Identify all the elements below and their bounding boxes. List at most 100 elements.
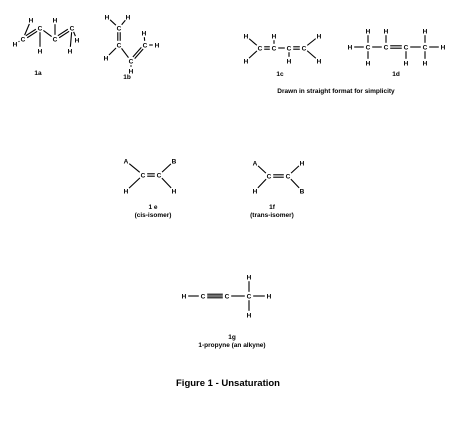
m1c-atom-c2: C (272, 45, 277, 52)
m1d-atom-h1: H (348, 44, 353, 51)
m1g-atom-h4: H (247, 312, 252, 319)
m1g-atom-h3: H (247, 274, 252, 281)
m1f-atom-c1: C (267, 173, 272, 180)
m1c-atom-c3: C (287, 45, 292, 52)
m1d-atom-h4: H (366, 60, 371, 67)
m1b-bond-2-3-line1 (132, 47, 142, 58)
label-1a: 1a (34, 70, 42, 77)
m1c-bond-0-5 (248, 50, 258, 59)
m1b-bond-1-2 (121, 48, 129, 58)
sublabel-1f: (trans-isomer) (250, 212, 294, 219)
m1e-atom-c1: C (141, 172, 146, 179)
m1d-atom-h5: H (384, 28, 389, 35)
m1f-atom-h1: H (253, 188, 258, 195)
m1d-atom-h7: H (423, 28, 428, 35)
m1b-bond-1-6 (108, 47, 117, 56)
m1c-atom-h6: H (317, 58, 322, 65)
m1a-atom-h2: H (13, 41, 18, 48)
m1e-bond-1-5 (161, 177, 172, 189)
m1e-atom-c2: C (157, 172, 162, 179)
m1d-atom-h6: H (404, 60, 409, 67)
m1c-bond-0-4 (248, 38, 258, 46)
m1f-bond-1-5 (290, 178, 300, 189)
m1f-bond-0-2 (257, 165, 267, 174)
m1d-atom-h8: H (423, 60, 428, 67)
m1f-atom-a: A (253, 160, 258, 167)
m1b-atom-c1: C (117, 25, 122, 32)
label-1c: 1c (276, 71, 284, 78)
m1e-atom-b: B (172, 158, 177, 165)
m1a-bond-2-3-line1 (57, 28, 69, 37)
m1c-atom-c4: C (302, 45, 307, 52)
m1a-bond-2-3-line2 (58, 30, 70, 39)
m1e-bond-0-3 (128, 177, 141, 189)
m1g-atom-c2: C (225, 293, 230, 300)
m1f-atom-c2: C (286, 173, 291, 180)
m1a-atom-h1: H (29, 17, 34, 24)
m1b-atom-h6: H (155, 42, 160, 49)
m1c-atom-h5: H (317, 33, 322, 40)
m1b-atom-h1: H (105, 14, 110, 21)
m1e-bond-0-2 (128, 163, 141, 173)
m1a-bond-0-1-line1 (25, 28, 37, 37)
label-1f: 1f (269, 204, 276, 211)
m1b-atom-h4: H (129, 68, 134, 75)
m1a-bond-0-1-line2 (26, 30, 38, 39)
m1a-atom-h5: H (68, 48, 73, 55)
m1b-atom-c3: C (129, 58, 134, 65)
m1e-atom-a: A (124, 158, 129, 165)
m1d-atom-c3: C (404, 44, 409, 51)
m1c-atom-h3: H (272, 33, 277, 40)
m1f-atom-h2: H (300, 160, 305, 167)
m1a-bond-3-9 (73, 31, 76, 37)
m1a-atom-c4: C (70, 25, 75, 32)
m1c-atom-h4: H (287, 58, 292, 65)
m1g-atom-c3: C (247, 293, 252, 300)
m1a-bond-0-4 (24, 23, 30, 36)
m1e-atom-h2: H (172, 188, 177, 195)
m1c-atom-c1: C (258, 45, 263, 52)
m1e-atom-h1: H (124, 188, 129, 195)
m1b-bond-0-5 (121, 19, 126, 26)
m1d-atom-h2: H (441, 44, 446, 51)
m1b-atom-h5: H (142, 30, 147, 37)
m1d-atom-h3: H (366, 28, 371, 35)
label-1g: 1g (228, 334, 236, 341)
m1g-atom-h2: H (267, 293, 272, 300)
label-1e: 1 e (148, 204, 157, 211)
m1f-atom-b: B (300, 188, 305, 195)
m1d-atom-c1: C (366, 44, 371, 51)
m1d-atom-c4: C (423, 44, 428, 51)
m1a-atom-h4: H (53, 17, 58, 24)
m1b-atom-c4: C (143, 42, 148, 49)
m1a-atom-c1: C (21, 36, 26, 43)
m1f-bond-1-4 (290, 165, 300, 174)
m1c-bond-3-8 (306, 38, 317, 46)
simplicity-note: Drawn in straight format for simplicity (277, 88, 395, 95)
m1b-bond-0-4 (109, 19, 117, 26)
m1a-atom-h6: H (75, 37, 80, 44)
m1a-bond-1-2 (43, 30, 52, 37)
m1a-bond-0-5 (18, 40, 20, 43)
m1g-atom-c1: C (201, 293, 206, 300)
m1d-atom-c2: C (384, 44, 389, 51)
m1f-bond-0-3 (257, 178, 267, 189)
m1a-atom-c2: C (38, 25, 43, 32)
m1c-atom-h2: H (244, 58, 249, 65)
label-1d: 1d (392, 71, 400, 78)
bond-lines (18, 19, 439, 311)
m1b-atom-c2: C (117, 42, 122, 49)
m1b-atom-h3: H (104, 55, 109, 62)
sublabel-1e: (cis-isomer) (135, 212, 172, 219)
m1a-atom-h3: H (38, 48, 43, 55)
m1a-atom-c3: C (53, 36, 58, 43)
m1b-bond-2-3-line2 (134, 48, 144, 59)
figure-caption: Figure 1 - Unsaturation (176, 378, 280, 389)
sublabel-1g: 1-propyne (an alkyne) (198, 342, 265, 349)
m1c-bond-3-9 (306, 50, 317, 59)
m1c-atom-h1: H (244, 33, 249, 40)
m1g-atom-h1: H (182, 293, 187, 300)
m1b-atom-h2: H (126, 14, 131, 21)
